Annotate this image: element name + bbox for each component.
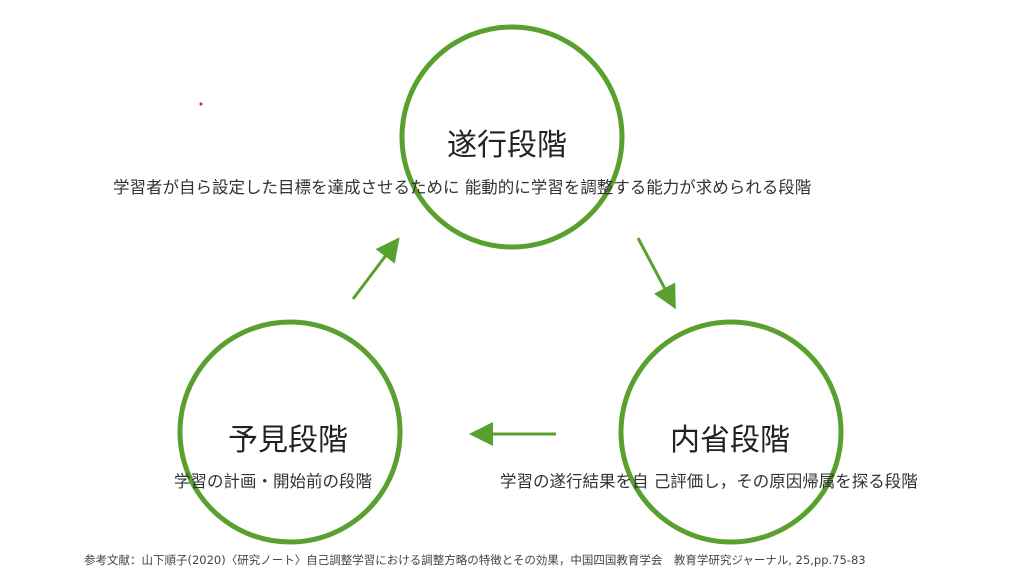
red-dot	[199, 102, 203, 106]
forethought-stage-circle	[177, 319, 403, 545]
forethought-stage-description: 学習の計画・開始前の段階	[174, 472, 372, 491]
forethought-stage-title: 予見段階	[228, 423, 348, 458]
execution-stage-title: 遂行段階	[447, 128, 567, 163]
arrow-execution-to-reflection	[636, 237, 676, 310]
reflection-stage-circle	[618, 319, 844, 545]
arrow-forethought-to-execution	[351, 237, 400, 300]
reference-citation: 参考文献：山下順子(2020)〈研究ノート〉自己調整学習における調整方略の特徴と…	[84, 553, 866, 567]
execution-stage-circle	[399, 24, 625, 250]
reflection-stage-title: 内省段階	[670, 423, 790, 458]
reflection-stage-description: 学習の遂行結果を自 己評価し，その原因帰属を探る段階	[500, 472, 918, 491]
execution-stage-description: 学習者が自ら設定した目標を達成させるために 能動的に学習を調整する能力が求められ…	[113, 178, 812, 197]
